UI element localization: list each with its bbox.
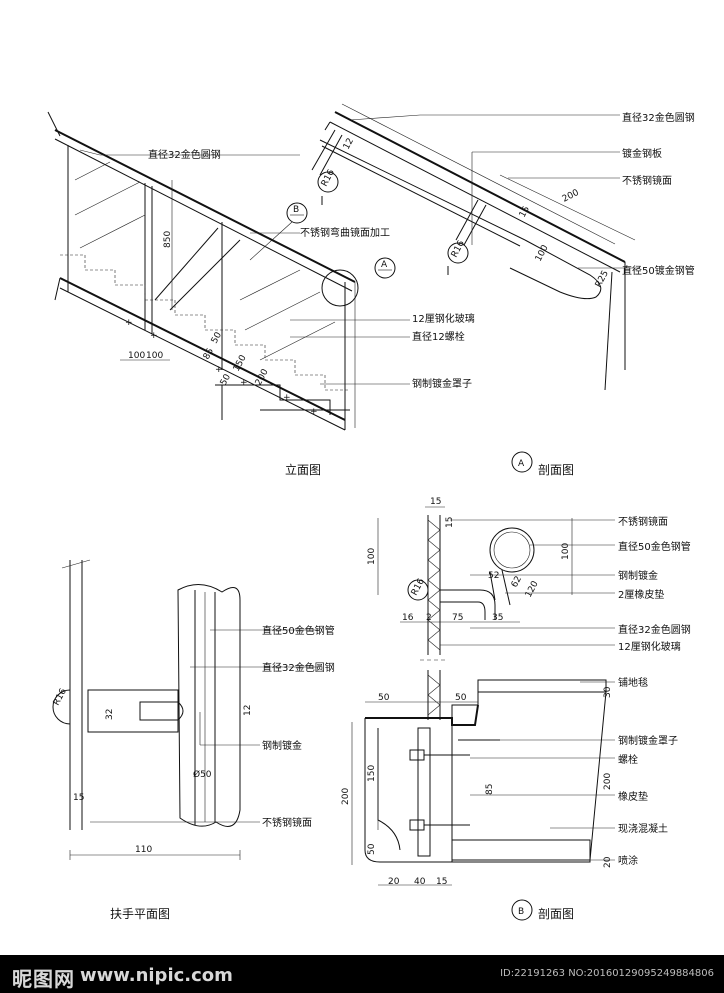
plan-dim-12: 12 — [243, 705, 253, 716]
b-dim-100-b: 100 — [561, 543, 571, 560]
plan-dim-phi50: Ø50 — [193, 769, 212, 780]
plan-label-gilt: 钢制镀金 — [262, 739, 302, 752]
b-dim-16: 16 — [402, 613, 414, 623]
b-dim-50-b: 50 — [455, 693, 467, 703]
b-dim-120: 120 — [524, 579, 541, 599]
plan-dim-15: 15 — [73, 793, 84, 803]
label-a-rod32: 直径32金色圆钢 — [622, 111, 695, 124]
b-label-mirror: 不锈钢镜面 — [618, 515, 668, 528]
b-dim-52: 52 — [488, 571, 499, 581]
dim-12: 12 — [342, 137, 356, 152]
callout-a-letter: A — [381, 260, 388, 270]
plan-dim-32: 32 — [105, 709, 115, 720]
dim-r16-b: R16 — [450, 239, 467, 260]
elevation-title: 立面图 — [285, 462, 321, 477]
b-dim-r16: R16 — [410, 577, 427, 598]
label-bolt12: 直径12螺栓 — [412, 330, 465, 343]
dim-85: 85 — [202, 347, 216, 362]
b-dim-30: 30 — [603, 686, 613, 698]
handrail-plan-view: R16 32 12 Ø50 15 110 直径50金色钢管 直径32金色圆钢 钢… — [52, 559, 335, 921]
dim-r25: R25 — [594, 269, 611, 289]
label-glass12: 12厘钢化玻璃 — [412, 312, 475, 325]
dim-50-a: 50 — [210, 330, 224, 345]
plan-dim-110: 110 — [135, 845, 152, 855]
label-a-pipe50: 直径50镀金钢管 — [622, 264, 695, 277]
dim-100-a: 100 — [128, 351, 145, 361]
watermark-id: ID:22191263 NO:20160129095249884806 — [500, 968, 714, 979]
b-label-concrete: 现浇混凝土 — [618, 822, 668, 835]
plan-label-rod32: 直径32金色圆钢 — [262, 661, 335, 674]
label-a-mirror: 不锈钢镜面 — [622, 174, 672, 187]
dim-200: 200 — [254, 367, 271, 387]
svg-text:+: + — [150, 331, 158, 341]
dim-100-b: 100 — [146, 351, 163, 361]
bolt-markers: + + + + + + — [125, 318, 318, 417]
drawing-sheet: + + + + + + 850 100 100 85 50 150 200 50… — [47, 103, 695, 921]
b-dim-100-a: 100 — [367, 548, 377, 565]
glass-reflection-lines — [74, 161, 336, 361]
callout-b-letter: B — [293, 205, 299, 215]
b-label-bolt: 螺栓 — [618, 753, 638, 766]
plan-title: 扶手平面图 — [110, 906, 170, 921]
label-a-plate: 镀金钢板 — [622, 147, 662, 160]
b-dim-2: 2 — [426, 613, 432, 623]
b-dim-15-c: 15 — [436, 877, 447, 887]
b-label-rubber2: 2厘橡皮垫 — [618, 588, 664, 601]
b-label-glass12: 12厘钢化玻璃 — [618, 640, 681, 653]
section-a-marker: A — [518, 459, 525, 469]
b-dim-62: 62 — [510, 575, 524, 590]
b-dim-200-a: 200 — [341, 788, 351, 805]
plan-label-pipe50: 直径50金色钢管 — [262, 624, 335, 637]
dim-850: 850 — [163, 231, 173, 248]
b-label-gilt: 钢制镀金 — [618, 569, 658, 582]
elevation-view: + + + + + + 850 100 100 85 50 150 200 50… — [47, 111, 475, 477]
b-dim-40: 40 — [414, 877, 426, 887]
section-b-marker: B — [518, 907, 524, 917]
b-dim-15-a: 15 — [430, 497, 441, 507]
b-dim-20-a: 20 — [388, 877, 400, 887]
b-dim-85: 85 — [485, 784, 495, 795]
b-dim-200-b: 200 — [603, 773, 613, 790]
watermark-bar: 昵图网 www.nipic.com ID:22191263 NO:2016012… — [0, 955, 724, 993]
section-a-view: R16 R16 12 200 15 100 R25 直径32金色圆钢 镀金钢板 … — [311, 103, 695, 477]
plan-label-mirror: 不锈钢镜面 — [262, 816, 312, 829]
svg-text:+: + — [215, 365, 223, 375]
b-label-spray: 喷涂 — [618, 854, 638, 867]
b-label-pipe50: 直径50金色钢管 — [618, 540, 691, 553]
b-dim-150: 150 — [367, 765, 377, 782]
section-a-title: 剖面图 — [538, 463, 574, 477]
b-label-rod32: 直径32金色圆钢 — [618, 623, 691, 636]
b-dim-15-b: 15 — [445, 517, 455, 528]
svg-text:+: + — [283, 393, 291, 403]
label-cover: 钢制镀金罩子 — [412, 377, 472, 390]
b-dim-20-b: 20 — [603, 856, 613, 868]
b-dim-50-a: 50 — [378, 693, 390, 703]
svg-text:+: + — [125, 318, 133, 328]
svg-text:+: + — [310, 407, 318, 417]
dim-50-b: 50 — [219, 372, 233, 387]
section-b-title: 剖面图 — [538, 907, 574, 921]
b-label-carpet: 铺地毯 — [618, 676, 648, 689]
dim-200: 200 — [561, 188, 581, 205]
watermark-logo: 昵图网 — [12, 967, 75, 991]
svg-text:+: + — [240, 378, 248, 388]
dim-15: 15 — [518, 205, 532, 220]
watermark-site: www.nipic.com — [80, 965, 233, 986]
b-dim-50-c: 50 — [367, 843, 377, 855]
b-label-rubber: 橡皮垫 — [618, 790, 648, 803]
b-dim-75: 75 — [452, 613, 463, 623]
b-label-cover: 钢制镀金罩子 — [618, 734, 678, 747]
section-b-view: 15 15 100 100 R16 52 62 120 16 2 75 35 不… — [341, 497, 691, 921]
label-rod32: 直径32金色圆钢 — [148, 148, 221, 161]
label-mirror-bend: 不锈钢弯曲镜面加工 — [300, 226, 390, 239]
b-dim-35: 35 — [492, 613, 503, 623]
